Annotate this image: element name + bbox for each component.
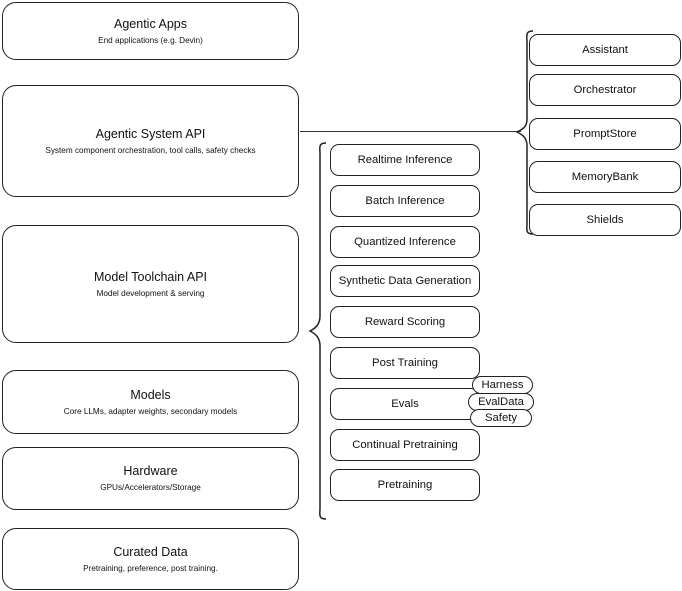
layer-subtitle: GPUs/Accelerators/Storage — [100, 483, 201, 492]
layer-title: Hardware — [123, 464, 178, 478]
eval-pill-harness[interactable]: Harness — [472, 376, 533, 394]
layer-subtitle: Pretraining, preference, post training. — [83, 563, 218, 573]
layer-box-agentic-system-api[interactable]: Agentic System API System component orch… — [2, 85, 299, 197]
layer-title: Curated Data — [113, 544, 188, 559]
component-label: MemoryBank — [571, 171, 639, 183]
capability-label: Reward Scoring — [364, 316, 446, 328]
component-label: Orchestrator — [573, 84, 637, 96]
layer-box-model-toolchain-api[interactable]: Model Toolchain API Model development & … — [2, 225, 299, 343]
layer-box-curated-data[interactable]: Curated Data Pretraining, preference, po… — [2, 528, 299, 590]
connector-line-agentic-system-api-to-components — [300, 131, 521, 132]
capability-box-evals[interactable]: Evals — [330, 388, 480, 420]
capability-box-reward-scoring[interactable]: Reward Scoring — [330, 306, 480, 338]
component-label: Shields — [586, 214, 624, 226]
capability-box-continual-pretraining[interactable]: Continual Pretraining — [330, 429, 480, 461]
component-label: PromptStore — [573, 128, 637, 140]
layer-box-hardware[interactable]: Hardware GPUs/Accelerators/Storage — [2, 447, 299, 510]
component-box-memorybank[interactable]: MemoryBank — [529, 161, 681, 193]
component-box-assistant[interactable]: Assistant — [529, 34, 681, 66]
layer-title: Models — [130, 387, 171, 402]
eval-pill-safety[interactable]: Safety — [470, 409, 532, 427]
layer-subtitle: Model development & serving — [96, 288, 205, 298]
layer-title: Agentic Apps — [114, 16, 187, 31]
capability-label: Quantized Inference — [354, 236, 456, 248]
eval-pill-label: Harness — [481, 379, 524, 391]
eval-pill-label: EvalData — [478, 396, 524, 408]
capability-label: Synthetic Data Generation — [338, 275, 472, 287]
layer-subtitle: System component orchestration, tool cal… — [45, 145, 256, 155]
component-box-orchestrator[interactable]: Orchestrator — [529, 74, 681, 106]
capability-label: Continual Pretraining — [352, 439, 458, 451]
capability-box-realtime-inference[interactable]: Realtime Inference — [330, 144, 480, 176]
capability-box-quantized-inference[interactable]: Quantized Inference — [330, 226, 480, 258]
capability-label: Evals — [391, 398, 419, 410]
capability-label: Pretraining — [377, 479, 433, 491]
layer-subtitle: End applications (e.g. Devin) — [98, 35, 203, 45]
capability-box-post-training[interactable]: Post Training — [330, 347, 480, 379]
layer-title: Model Toolchain API — [93, 269, 208, 284]
capability-label: Batch Inference — [365, 195, 445, 207]
component-box-promptstore[interactable]: PromptStore — [529, 118, 681, 150]
capability-label: Post Training — [372, 357, 438, 369]
capability-label: Realtime Inference — [357, 154, 453, 166]
layer-box-models[interactable]: Models Core LLMs, adapter weights, secon… — [2, 370, 299, 434]
brace-agentic-system — [515, 30, 534, 235]
layer-box-agentic-apps[interactable]: Agentic Apps End applications (e.g. Devi… — [2, 2, 299, 60]
component-box-shields[interactable]: Shields — [529, 204, 681, 236]
capability-box-synthetic-data-generation[interactable]: Synthetic Data Generation — [330, 265, 480, 297]
layer-subtitle: Core LLMs, adapter weights, secondary mo… — [63, 406, 238, 416]
eval-pill-label: Safety — [484, 412, 518, 424]
layer-title: Agentic System API — [95, 126, 206, 141]
capability-box-batch-inference[interactable]: Batch Inference — [330, 185, 480, 217]
brace-model-toolchain — [308, 142, 327, 520]
capability-box-pretraining[interactable]: Pretraining — [330, 469, 480, 501]
component-label: Assistant — [582, 44, 628, 56]
